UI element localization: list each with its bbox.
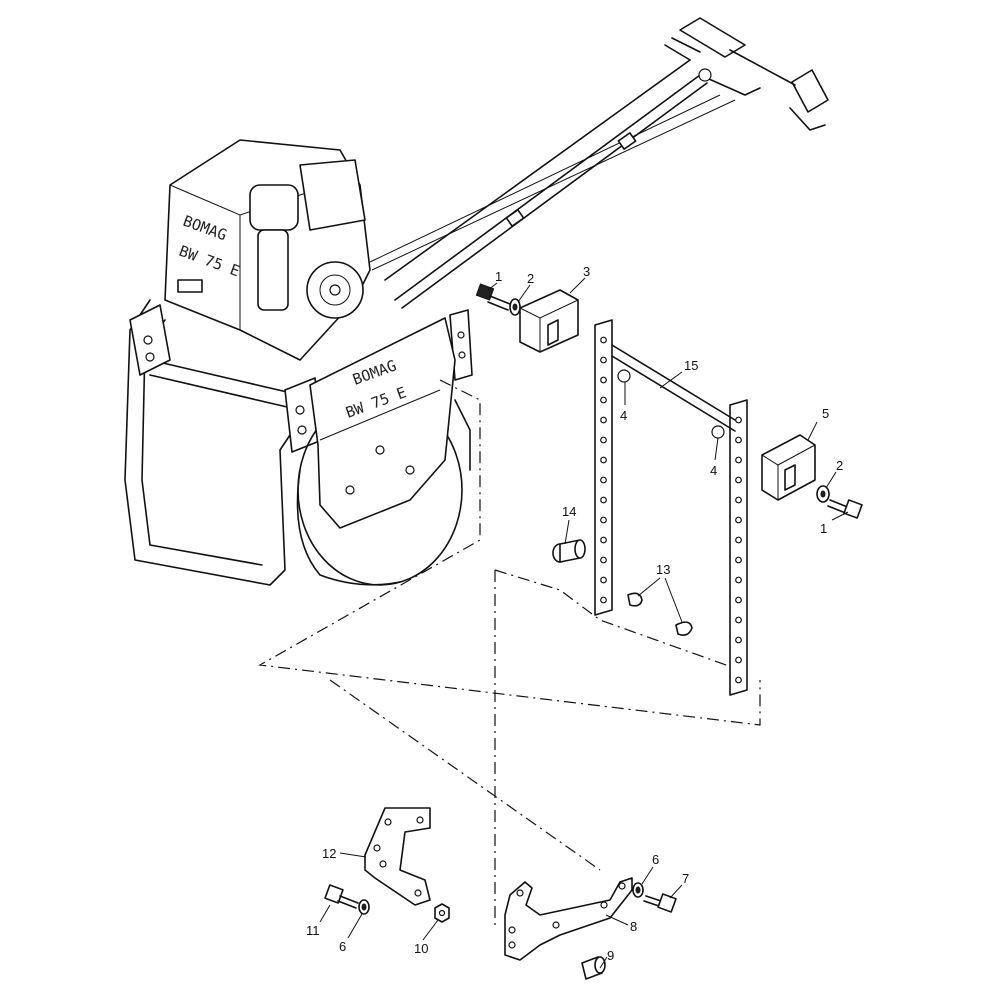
callout-7: 7 bbox=[682, 871, 689, 886]
clips-13 bbox=[627, 592, 693, 636]
frame-hole bbox=[600, 356, 607, 364]
frame-hole bbox=[600, 416, 607, 424]
spacer-block-left bbox=[519, 289, 579, 353]
alignment-lines bbox=[258, 379, 761, 930]
callout-4: 4 bbox=[710, 463, 717, 478]
frame-hole bbox=[600, 596, 607, 604]
washer-left bbox=[509, 298, 521, 316]
callout-2: 2 bbox=[836, 458, 843, 473]
attachment-frame bbox=[594, 319, 748, 696]
spacer-block-right bbox=[761, 434, 816, 501]
callout-10: 10 bbox=[414, 941, 428, 956]
frame-hole bbox=[600, 436, 607, 444]
frame-hole bbox=[735, 596, 742, 604]
frame-hole bbox=[600, 336, 607, 344]
callout-1: 1 bbox=[495, 269, 502, 284]
bolt-11 bbox=[324, 884, 359, 909]
frame-hole bbox=[600, 536, 607, 544]
callout-13: 13 bbox=[656, 562, 670, 577]
callout-14: 14 bbox=[562, 504, 576, 519]
frame-hole bbox=[600, 496, 607, 504]
washer-6-right bbox=[632, 882, 644, 898]
frame-hole bbox=[600, 376, 607, 384]
callout-6: 6 bbox=[652, 852, 659, 867]
pin-14 bbox=[552, 539, 586, 563]
frame-hole bbox=[735, 496, 742, 504]
frame-hole bbox=[600, 576, 607, 584]
frame-hole bbox=[600, 396, 607, 404]
frame-hole bbox=[600, 516, 607, 524]
frame-hole bbox=[735, 456, 742, 464]
frame-hole bbox=[735, 516, 742, 524]
bolt-left bbox=[475, 283, 511, 311]
washer-6-left bbox=[358, 899, 370, 915]
guide-handle bbox=[369, 17, 829, 309]
bracket-8 bbox=[504, 877, 633, 961]
callout-1: 1 bbox=[820, 521, 827, 536]
callout-9: 9 bbox=[607, 948, 614, 963]
callout-4: 4 bbox=[620, 408, 627, 423]
callout-5: 5 bbox=[822, 406, 829, 421]
callout-8: 8 bbox=[630, 919, 637, 934]
frame-hole bbox=[735, 676, 742, 684]
roller-machine: BOMAG BW 75 E bbox=[124, 17, 829, 586]
frame-hole bbox=[735, 436, 742, 444]
frame-hole bbox=[600, 476, 607, 484]
callout-6: 6 bbox=[339, 939, 346, 954]
front-plate: BOMAG BW 75 E bbox=[309, 317, 456, 529]
callout-15: 15 bbox=[684, 358, 698, 373]
callout-3: 3 bbox=[583, 264, 590, 279]
nut-10 bbox=[434, 903, 450, 923]
frame-hole bbox=[735, 556, 742, 564]
frame-hole bbox=[735, 416, 742, 424]
frame-hole bbox=[600, 556, 607, 564]
frame-hole bbox=[735, 616, 742, 624]
bolt-right bbox=[827, 499, 863, 519]
bolt-7 bbox=[643, 893, 677, 913]
frame-hole bbox=[735, 636, 742, 644]
frame-hole bbox=[735, 536, 742, 544]
frame-hole bbox=[600, 456, 607, 464]
frame-hole bbox=[735, 576, 742, 584]
frame-hole bbox=[735, 656, 742, 664]
callout-2: 2 bbox=[527, 271, 534, 286]
washer-right bbox=[816, 485, 830, 503]
callout-12: 12 bbox=[322, 846, 336, 861]
frame-hole bbox=[735, 476, 742, 484]
callout-labels: 1 2 3 15 4 4 5 2 1 14 13 12 6 7 8 11 6 1… bbox=[306, 264, 843, 963]
leader-lines bbox=[319, 277, 849, 969]
callout-11: 11 bbox=[306, 923, 320, 938]
bracket-12 bbox=[364, 807, 431, 906]
engine: BOMAG BW 75 E bbox=[164, 139, 371, 361]
pin-9 bbox=[581, 956, 606, 980]
